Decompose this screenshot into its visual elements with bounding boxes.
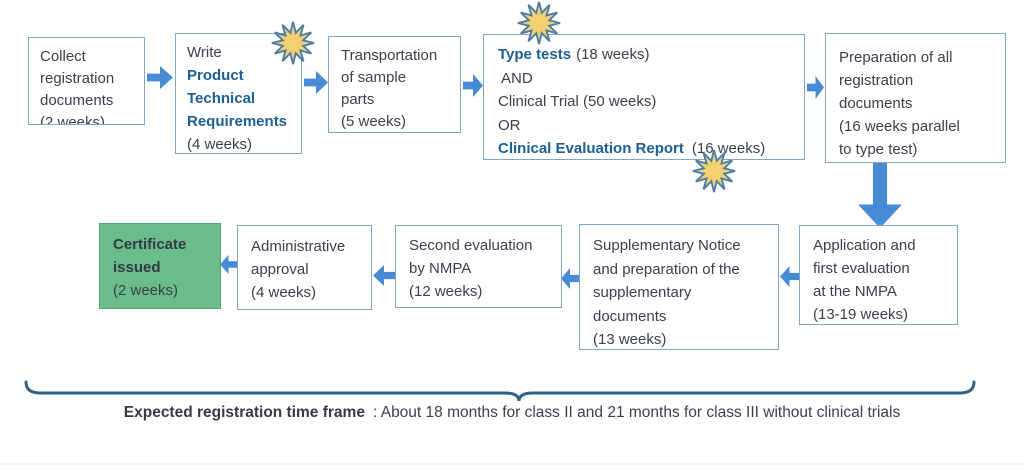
step-text: Collect [40,48,86,65]
step-text: approval [251,261,309,278]
step-text: Administrative [251,238,346,255]
step-certificate-issued: Certificate issued (2 weeks) [99,223,221,309]
step-duration: (18 weeks) [576,46,650,63]
step-text: documents [593,307,667,325]
step-text: Transportation [341,47,438,64]
arrow-right-icon [147,66,173,89]
step-text: Product [187,67,244,84]
arrow-right-icon [304,71,328,94]
step-text: Certificate [113,236,187,253]
step-duration: (16 weeks parallel [839,118,960,135]
step-second-evaluation-nmpa: Second evaluation by NMPA (12 weeks) [395,225,562,308]
step-text: Requirements [187,113,288,130]
step-text: Clinical Evaluation Report (16 weeks) [498,137,794,159]
step-text: and preparation of the [593,260,740,278]
arrow-left-icon [220,255,237,274]
step-duration: (5 weeks) [341,113,407,130]
step-duration: (4 weeks) [187,136,253,153]
step-text: Type tests [498,46,572,63]
step-text: Application and [813,237,916,254]
step-text: by NMPA [409,260,472,277]
arrow-right-icon [807,76,824,99]
arrow-left-icon [373,265,395,286]
step-duration: (4 weeks) [251,284,317,301]
step-text: Technical [187,90,256,107]
step-application-first-evaluation: Application and first evaluation at the … [799,225,958,325]
expected-timeframe-value: : About 18 months for class II and 21 mo… [372,404,901,421]
arrow-down-icon [858,161,902,228]
step-text: Supplementary Notice [593,237,741,254]
step-text: first evaluation [813,260,910,277]
step-text: OR [498,116,521,134]
step-text: Clinical Trial (50 weeks) [498,93,657,110]
step-collect-documents: Collect registration documents (2 weeks) [28,37,145,125]
arrow-left-icon [780,266,799,287]
step-text: documents [40,92,114,109]
starburst-icon [271,21,315,65]
arrow-left-icon [561,268,579,289]
step-text: supplementary [593,284,692,301]
step-duration: (13-19 weeks) [813,306,909,323]
step-text: registration [40,70,115,87]
step-duration: (12 weeks) [409,283,483,300]
step-text: Second evaluation [409,237,533,254]
step-text: documents [839,95,913,112]
step-text: Write [187,44,222,61]
curly-brace [24,380,976,402]
starburst-icon [517,1,561,45]
step-duration: (2 weeks) [113,282,179,299]
step-text: Preparation of all [839,49,953,66]
arrow-right-icon [463,74,483,97]
step-transport-samples: Transportation of sample parts (5 weeks) [328,36,461,133]
step-text: of sample [341,69,407,86]
step-duration: to type test) [839,141,918,158]
step-write-product-technical-requirements: Write Product Technical Requirements (4 … [175,33,302,154]
step-administrative-approval: Administrative approval (4 weeks) [237,225,372,310]
step-supplementary-notice: Supplementary Notice and preparation of … [579,224,779,350]
step-duration: (16 weeks) [691,140,766,157]
step-duration: (2 weeks) [40,114,106,125]
step-text: issued [113,259,161,276]
step-text: AND [501,69,533,87]
step-text: at the NMPA [813,283,897,300]
step-prepare-registration-documents: Preparation of all registration document… [825,33,1006,163]
expected-timeframe-label: Expected registration time frame [123,404,365,421]
starburst-icon [692,149,736,193]
step-duration: (13 weeks) [593,331,667,348]
step-type-tests-clinical-evaluation: Type tests(18 weeks) AND Clinical Trial … [483,34,805,160]
expected-timeframe-text: Expected registration time frame : About … [0,404,1024,422]
step-text: Type tests(18 weeks) [498,43,794,67]
step-text: Clinical Evaluation Report [498,140,684,157]
bottom-divider [0,463,1024,465]
step-text: registration [839,72,914,89]
step-text: parts [341,91,375,108]
